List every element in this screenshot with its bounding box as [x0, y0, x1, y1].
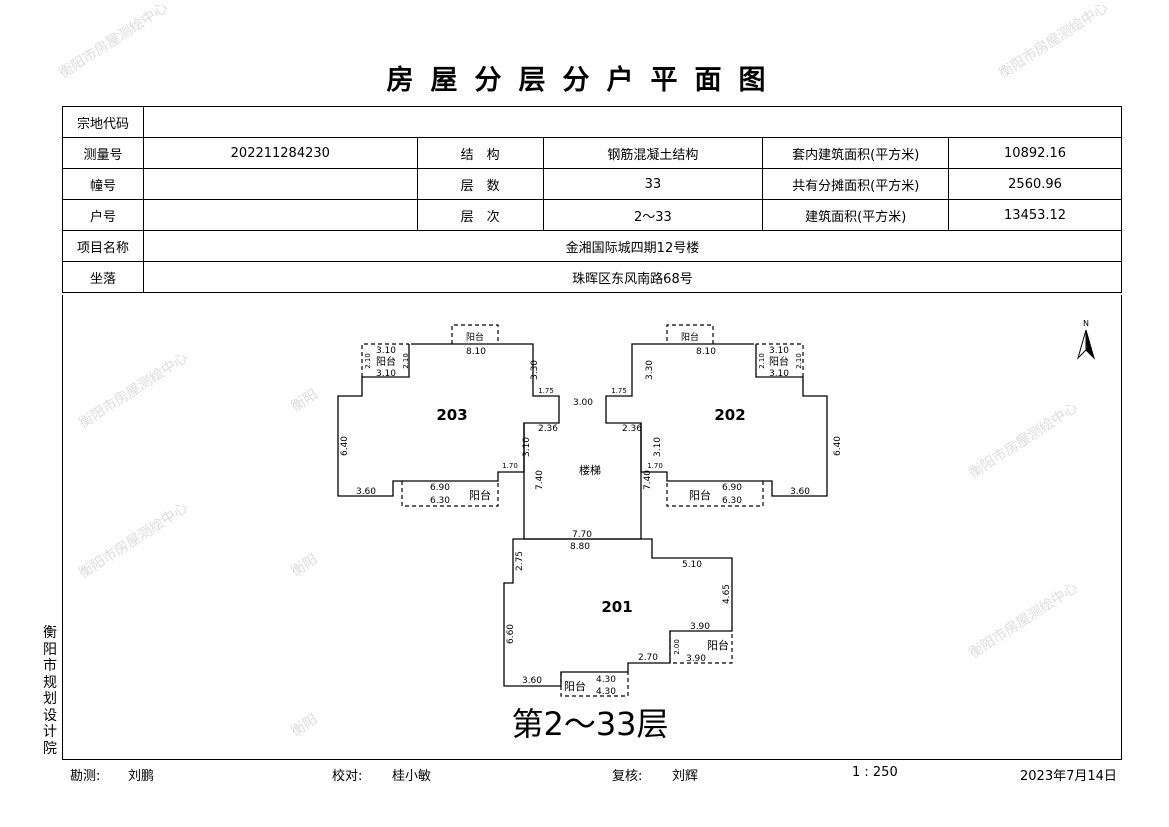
balcony — [361, 343, 409, 377]
dimension: 8.80 — [570, 542, 590, 552]
unit-203-outline — [337, 343, 560, 497]
dimension: 1.70 — [647, 462, 663, 470]
unit-201-outline — [503, 538, 733, 687]
dimension: 6.60 — [506, 624, 516, 644]
unit-label: 202 — [714, 406, 745, 424]
dimension: 8.10 — [696, 347, 716, 357]
dimension: 2.10 — [364, 353, 372, 369]
document-title: 房屋分层分户平面图 — [386, 65, 783, 96]
balcony-label: 阳台 — [466, 331, 484, 343]
unit-202-outline — [605, 343, 828, 497]
dimension: 7.70 — [572, 530, 592, 540]
balcony-label: 阳台 — [689, 488, 711, 502]
dimension: 3.60 — [522, 676, 542, 686]
dimension: 3.10 — [769, 346, 789, 356]
balcony — [560, 672, 629, 697]
dimension: 7.40 — [535, 470, 545, 490]
dimension: 3.10 — [376, 369, 396, 379]
balcony — [756, 343, 804, 377]
balcony-label: 阳台 — [564, 679, 586, 693]
balcony-label: 阳台 — [469, 488, 491, 502]
stairs-label: 楼梯 — [579, 463, 601, 477]
dimension: 6.30 — [430, 496, 450, 506]
balcony — [666, 481, 764, 507]
dimension: 3.10 — [522, 437, 532, 457]
label: 幢号 — [62, 168, 144, 200]
dimension: 3.60 — [356, 487, 376, 497]
dimension: 2.00 — [673, 639, 681, 655]
balcony-label: 阳台 — [769, 355, 789, 368]
balcony — [451, 324, 499, 344]
check-label: 校对: — [332, 769, 363, 784]
label: 项目名称 — [62, 230, 144, 262]
dimension: 2.10 — [402, 353, 410, 369]
dimension: 2.10 — [758, 353, 766, 369]
dimension: 3.10 — [769, 369, 789, 379]
dimension: 2.70 — [638, 653, 658, 663]
label: 建筑面积(平方米) — [762, 199, 950, 231]
value: 33 — [542, 168, 764, 200]
label: 宗地代码 — [62, 106, 144, 138]
dimension: 8.10 — [466, 347, 486, 357]
dimension: 3.30 — [530, 360, 540, 380]
dimension: 3.00 — [573, 398, 593, 408]
scale: 1 : 250 — [852, 765, 898, 780]
dimension: 7.40 — [643, 470, 653, 490]
side-institute: 衡阳市规划设计院 — [43, 625, 57, 757]
dimension: 2.36 — [538, 424, 558, 434]
dimension: 3.10 — [653, 437, 663, 457]
dimension: 3.90 — [690, 622, 710, 632]
review-name: 刘辉 — [672, 769, 699, 784]
value: 13453.12 — [948, 199, 1122, 231]
north-label: N — [1083, 319, 1089, 328]
dimension: 2.36 — [622, 424, 642, 434]
value: 2～33 — [542, 199, 764, 231]
floor-caption: 第2～33层 — [511, 705, 668, 743]
value: 2560.96 — [948, 168, 1122, 200]
dimension: 4.30 — [596, 687, 616, 697]
value: 钢筋混凝土结构 — [542, 137, 764, 169]
dimension: 3.60 — [790, 487, 810, 497]
dimension: 6.90 — [722, 483, 742, 493]
value: 珠晖区东风南路68号 — [142, 261, 1123, 293]
review-label: 复核: — [612, 769, 643, 784]
balcony — [401, 481, 499, 507]
unit-label: 203 — [436, 406, 467, 424]
dimension: 4.65 — [722, 584, 732, 604]
check-name: 桂小敏 — [392, 769, 432, 784]
balcony-label: 阳台 — [376, 355, 396, 368]
balcony — [669, 631, 733, 664]
north-arrow-icon: N — [1076, 319, 1096, 360]
survey-label: 勘测: — [70, 769, 101, 784]
dimension: 6.90 — [430, 483, 450, 493]
dimension: 6.30 — [722, 496, 742, 506]
dimension: 2.10 — [795, 353, 803, 369]
plan-frame — [62, 295, 1122, 760]
dimension: 1.75 — [538, 387, 554, 395]
balcony-label: 阳台 — [681, 331, 699, 343]
dimension: 1.70 — [502, 462, 518, 470]
dimension: 5.10 — [682, 560, 702, 570]
dimension: 3.90 — [686, 654, 706, 664]
balcony-label: 阳台 — [707, 638, 729, 652]
unit-label: 201 — [601, 598, 632, 616]
survey-name: 刘鹏 — [128, 769, 155, 784]
label: 坐落 — [62, 261, 144, 293]
dimension: 3.10 — [376, 346, 396, 356]
dimension: 6.40 — [340, 436, 350, 456]
date: 2023年7月14日 — [1020, 769, 1117, 784]
value: 10892.16 — [948, 137, 1122, 169]
dimension: 1.75 — [611, 387, 627, 395]
dimension: 4.30 — [596, 675, 616, 685]
dimension: 3.30 — [645, 360, 655, 380]
balcony — [666, 324, 714, 344]
dimension: 2.75 — [515, 551, 525, 571]
dimension: 6.40 — [833, 436, 843, 456]
